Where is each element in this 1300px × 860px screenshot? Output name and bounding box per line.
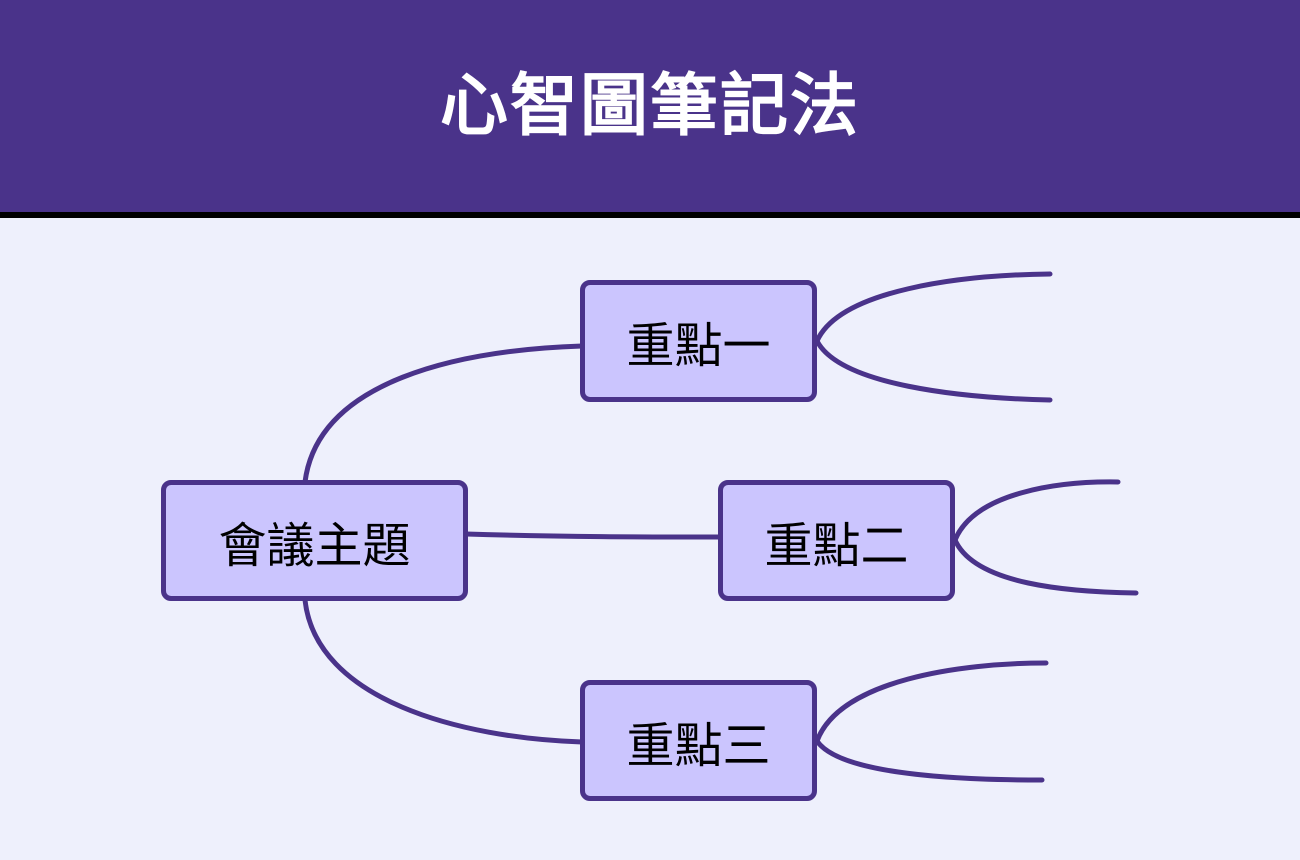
leaf-line-branch-1-upper	[814, 271, 1053, 344]
branch-node-3-label: 重點三	[626, 717, 771, 774]
branch-node-2: 重點二	[718, 480, 955, 601]
connector-center-to-branch-1	[302, 343, 585, 485]
connector-center-to-branch-2	[463, 531, 723, 540]
leaf-line-branch-2-upper	[952, 479, 1121, 543]
connector-center-to-branch-3	[302, 597, 585, 745]
page-title: 心智圖筆記法	[439, 66, 860, 146]
central-topic-label: 會議主題	[218, 517, 411, 574]
leaf-line-branch-2-lower	[952, 537, 1139, 596]
leaf-line-branch-3-upper	[814, 660, 1049, 744]
leaf-line-branch-3-lower	[814, 738, 1045, 783]
branch-node-3: 重點三	[580, 680, 817, 801]
branch-node-1-label: 重點一	[626, 318, 771, 374]
header-banner: 心智圖筆記法	[0, 0, 1300, 218]
central-topic-node: 會議主題	[161, 480, 468, 601]
branch-node-2-label: 重點二	[764, 517, 909, 574]
branch-node-1: 重點一	[580, 280, 817, 402]
leaf-line-branch-1-lower	[814, 338, 1053, 403]
